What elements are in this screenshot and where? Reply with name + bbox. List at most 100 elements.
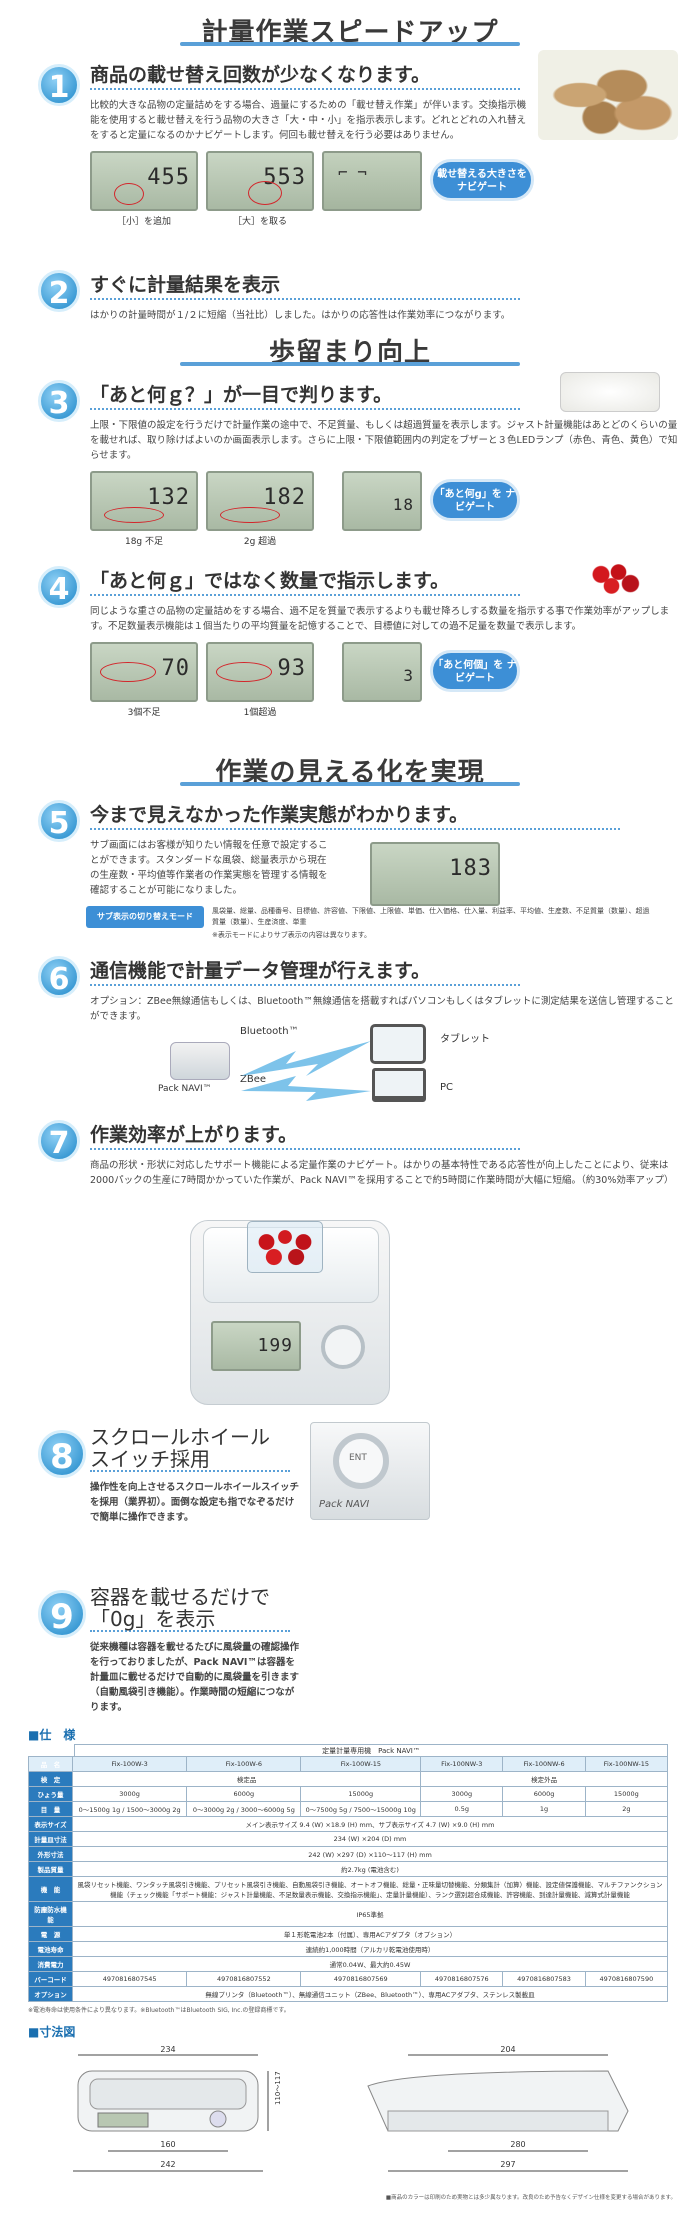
lcd-zoom: 3 xyxy=(342,642,422,702)
highlight-circle xyxy=(248,181,282,205)
lcd-value: 182 xyxy=(263,485,306,510)
feature-heading: 今まで見えなかった作業実態がわかります。 xyxy=(90,790,620,830)
lcd-value: 18 xyxy=(392,495,414,514)
lcd-display: 455 xyxy=(90,151,198,211)
feature-number: 1 xyxy=(38,64,80,106)
spec-row: 消費電力通常0.04W、最大約0.45W xyxy=(28,1956,668,1972)
feature-2: 2 すぐに計量結果を表示 はかりの計量時間が１/２に短縮（当社比）しました。はか… xyxy=(0,260,700,326)
spec-cell: 1g xyxy=(502,1801,586,1817)
navi-badge: 「あと何g」を ナビゲート xyxy=(430,479,520,521)
spec-cell: 4970816807583 xyxy=(502,1971,586,1987)
feature-heading: 容器を載せるだけで 「0g」を表示 xyxy=(90,1576,290,1632)
feature-body: 商品の形状・形状に対応したサポート機能による定量作業のナビゲート。はかりの基本特… xyxy=(90,1160,674,1186)
feature-number: 7 xyxy=(38,1120,80,1162)
spec-label: ひょう量 xyxy=(28,1786,73,1802)
feature-body: 上限・下限値の設定を行うだけで計量作業の途中で、不足質量、もしくは超過質量を表示… xyxy=(90,420,678,461)
pc-icon xyxy=(372,1068,426,1102)
spec-product: 定量計量専用機 Pack NAVI™ xyxy=(74,1744,668,1756)
wireless-signal-icon xyxy=(241,1041,371,1101)
spec-row: 表示サイズメイン表示サイズ 9.4 (W) ×18.9 (H) mm、サブ表示サ… xyxy=(28,1816,668,1832)
spec-footnote: ※電池寿命は使用条件により異なります。※Bluetooth™はBluetooth… xyxy=(28,2007,290,2014)
spec-row: 製品質量約2.7kg (電池含む) xyxy=(28,1861,668,1877)
spec-label: 目 量 xyxy=(28,1801,73,1817)
feature-number: 4 xyxy=(38,566,80,608)
feature-body: 比較的大きな品物の定量詰めをする場合、過量にするための「載せ替え作業」が伴います… xyxy=(90,100,527,141)
lcd-caption: 3個不足 xyxy=(127,708,161,718)
wheel-ring: ENT xyxy=(333,1433,389,1489)
bluetooth-label: Bluetooth™ xyxy=(240,1026,299,1037)
feature-body: オプション：ZBee無線通信もしくは、Bluetooth™無線通信を搭載すればパ… xyxy=(90,996,674,1022)
spec-cell: 234 (W) ×204 (D) mm xyxy=(72,1831,668,1847)
spec-cell: 無線プリンタ（Bluetooth™）、無線通信ユニット（ZBee、Bluetoo… xyxy=(72,1986,668,2002)
lcd-zoom: 18 xyxy=(342,471,422,531)
pc-label: PC xyxy=(440,1082,454,1093)
feature-heading: 作業効率が上がります。 xyxy=(90,1110,520,1150)
lcd-value: 132 xyxy=(147,485,190,510)
rice-photo xyxy=(560,372,660,412)
highlight-circle xyxy=(100,662,156,682)
spec-label: オプション xyxy=(28,1986,73,2002)
spec-cell: Fix-100NW-6 xyxy=(502,1756,586,1772)
feature-number: 2 xyxy=(38,270,80,312)
feature-9: 9 容器を載せるだけで 「0g」を表示 従来機種は容器を載せるたびに風袋量の確認… xyxy=(0,1576,700,1726)
section-title-speed: 計量作業スピードアップ xyxy=(0,6,700,50)
spec-label: 防塵防水機能 xyxy=(28,1901,73,1927)
spec-cell: 約2.7kg (電池含む) xyxy=(72,1861,668,1877)
spec-cell: 4970816807590 xyxy=(584,1971,669,1987)
lcd-display: 132 xyxy=(90,471,198,531)
lcd-value: 455 xyxy=(147,165,190,190)
spec-label: 品 名 xyxy=(28,1756,73,1772)
feature-heading: 商品の載せ替え回数が少なくなります。 xyxy=(90,50,520,90)
spec-label: 外形寸法 xyxy=(28,1846,73,1862)
spec-row: 電 源単１形乾電池2本（付属）、専用ACアダプタ（オプション） xyxy=(28,1926,668,1942)
lcd-example: 553 ［大］を取る xyxy=(206,151,314,227)
zbee-label: ZBee xyxy=(240,1074,267,1085)
lcd-example: 132 18g 不足 xyxy=(90,471,198,547)
lcd-caption: 1個超過 xyxy=(243,708,277,718)
spec-cell: 242 (W) ×297 (D) ×110〜117 (H) mm xyxy=(72,1846,668,1862)
feature-heading: スクロールホイール スイッチ採用 xyxy=(90,1416,290,1472)
spec-label: 表示サイズ xyxy=(28,1816,73,1832)
feature-6: 6 通信機能で計量データ管理が行えます。 オプション：ZBee無線通信もしくは、… xyxy=(0,946,700,1110)
highlight-circle xyxy=(104,507,164,523)
tomato-pack xyxy=(247,1221,323,1273)
spec-cell: 3000g xyxy=(71,1786,188,1802)
spec-cell: 風袋リセット機能、ワンタッチ風袋引き機能、プリセット風袋引き機能、自動風袋引き機… xyxy=(72,1876,668,1902)
dim-242: 242 xyxy=(160,2160,175,2169)
section-title-walk: 歩留まり向上 xyxy=(0,326,700,370)
spec-cell: Fix-100W-15 xyxy=(300,1756,422,1772)
feature-body: 同じような重さの品物の定量詰めをする場合、過不足を質量で表示するよりも載せ降ろし… xyxy=(90,606,670,632)
lcd-value: 70 xyxy=(161,656,190,681)
spec-cell: IP65準拠 xyxy=(72,1901,668,1927)
lcd-caption: 2g 超過 xyxy=(243,537,277,547)
lcd-value: 93 xyxy=(277,656,306,681)
dim-234: 234 xyxy=(160,2045,175,2054)
spec-cell: 15000g xyxy=(584,1786,669,1802)
feature-7: 7 作業効率が上がります。 商品の形状・形状に対応したサポート機能による定量作業… xyxy=(0,1110,700,1416)
lcd-display: 70 xyxy=(90,642,198,702)
feature-8: 8 スクロールホイール スイッチ採用 操作性を向上させるスクロールホイールスイッ… xyxy=(0,1416,700,1576)
lcd-example: 455 ［小］を追加 xyxy=(90,151,198,227)
dim-297: 297 xyxy=(500,2160,515,2169)
spec-cell: Fix-100W-3 xyxy=(71,1756,188,1772)
lcd-size-indicator: ⌐ ¬ xyxy=(322,151,422,211)
size-icons: ⌐ ¬ xyxy=(338,163,367,182)
spec-cell: 3000g xyxy=(420,1786,504,1802)
feature-5: 5 今まで見えなかった作業実態がわかります。 サブ画面にはお客様が知りたい情報を… xyxy=(0,790,700,946)
feature-number: 9 xyxy=(38,1590,86,1638)
lcd-value: 183 xyxy=(449,856,492,881)
spec-cell: 0〜7500g 5g / 7500〜15000g 10g xyxy=(300,1801,422,1817)
feature-heading: 通信機能で計量データ管理が行えます。 xyxy=(90,946,520,986)
spec-cell: 0〜3000g 2g / 3000〜6000g 5g xyxy=(186,1801,302,1817)
sub-display-items: 風袋量、総量、品種番号、目標値、許容値、下限値、上限値、単価、仕入価格、仕入量、… xyxy=(212,907,650,926)
dim-204: 204 xyxy=(500,2045,515,2054)
feature-body: サブ画面にはお客様が知りたい情報を任意で設定することができます。スタンダードな風… xyxy=(90,840,328,896)
spec-cell: 検定品 xyxy=(71,1771,422,1787)
lcd-examples: 70 3個不足 93 1個超過 3 「あと何個」を ナビゲート xyxy=(90,642,680,718)
